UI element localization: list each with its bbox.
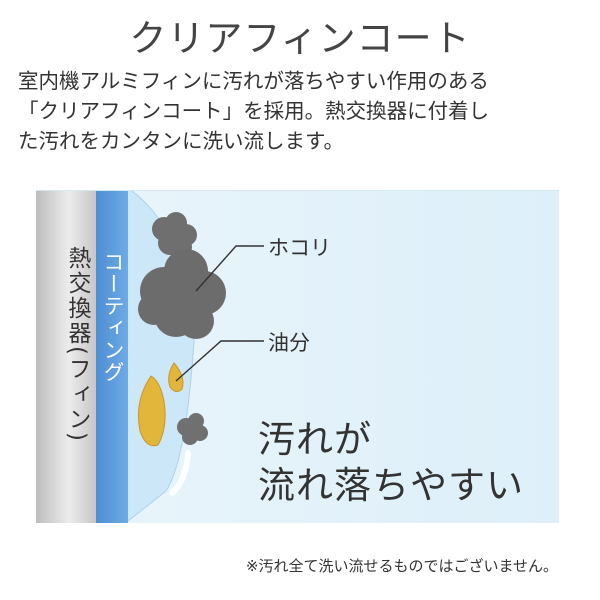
description: 室内機アルミフィンに汚れが落ちやすい作用のある 「クリアフィンコート」を採用。熱… bbox=[18, 66, 588, 156]
water-streak-icon bbox=[169, 450, 191, 496]
diagram-graphics bbox=[127, 191, 264, 522]
dust-label: ホコリ bbox=[268, 236, 331, 260]
description-line-1: 室内機アルミフィンに汚れが落ちやすい作用のある bbox=[18, 69, 489, 93]
coating-diagram: 熱交換器(フィン) コーティング ホコリ 油分 汚れが 流れ落ちやすい bbox=[36, 190, 559, 523]
dust-leader-line bbox=[195, 245, 264, 292]
coating-layer bbox=[96, 191, 128, 523]
dust-small-bottom-icon bbox=[177, 413, 208, 445]
footnote: ※汚れ全て洗い流せるものではございません。 bbox=[245, 557, 558, 575]
oil-leader-line bbox=[175, 340, 264, 382]
heat-exchanger-fin bbox=[36, 191, 96, 523]
description-line-2: 「クリアフィンコート」を採用。熱交換器に付着し bbox=[18, 99, 490, 123]
headline-line-2: 流れ落ちやすい bbox=[258, 464, 524, 507]
coating-label: コーティング bbox=[101, 251, 125, 383]
description-line-3: た汚れをカンタンに洗い流します。 bbox=[18, 129, 344, 153]
oil-drop-large-icon bbox=[137, 375, 166, 447]
headline-line-1: 汚れが bbox=[258, 418, 372, 461]
dust-large-icon bbox=[138, 249, 226, 339]
page-title: クリアフィンコート bbox=[129, 17, 471, 60]
fin-label: 熱交換器(フィン) bbox=[64, 246, 90, 443]
oil-label: 油分 bbox=[268, 331, 310, 355]
